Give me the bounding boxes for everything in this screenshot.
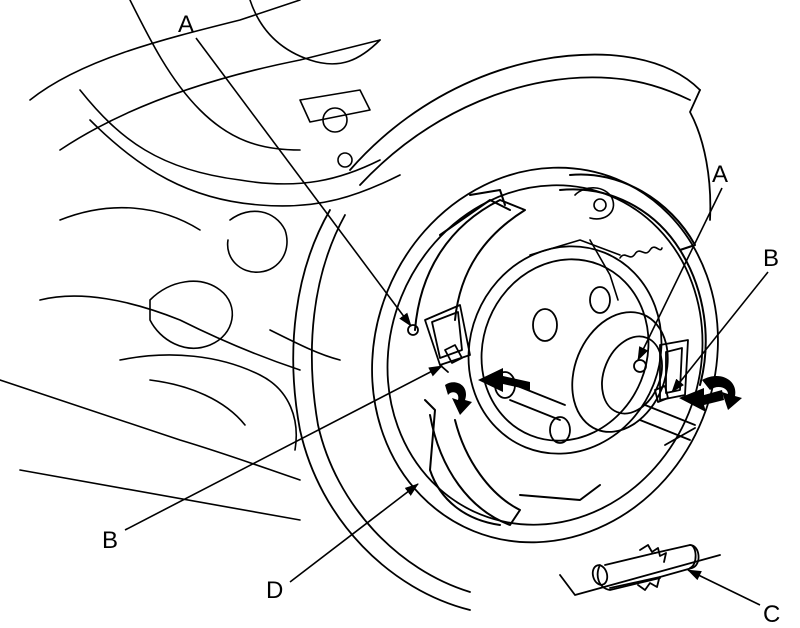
label-b-right: B — [763, 245, 779, 272]
turn-arrow-left — [445, 382, 472, 415]
turn-arrow-right — [702, 375, 742, 410]
pin-right — [654, 385, 669, 403]
drum-brake-assembly — [371, 166, 719, 544]
motion-arrows — [445, 368, 742, 415]
retainer-clip-left — [407, 304, 471, 366]
label-d: D — [266, 577, 283, 604]
leader-b-right — [671, 271, 769, 393]
backing-plate — [292, 53, 712, 611]
brake-shoes — [414, 173, 707, 526]
push-arrow-left — [478, 368, 530, 392]
label-c: C — [763, 601, 780, 628]
label-a-right: A — [712, 161, 728, 188]
label-a-left: A — [178, 11, 194, 38]
leader-c — [687, 569, 761, 606]
leader-a-left — [195, 37, 412, 327]
return-spring — [529, 187, 663, 301]
adjuster-assembly — [559, 544, 721, 596]
leader-a-right — [637, 187, 723, 361]
leader-b-left — [124, 365, 443, 531]
leader-d — [289, 483, 419, 583]
suspension-background — [0, 0, 401, 521]
leader-lines — [124, 37, 769, 606]
push-arrow-right — [679, 388, 724, 412]
label-b-left: B — [102, 527, 118, 554]
